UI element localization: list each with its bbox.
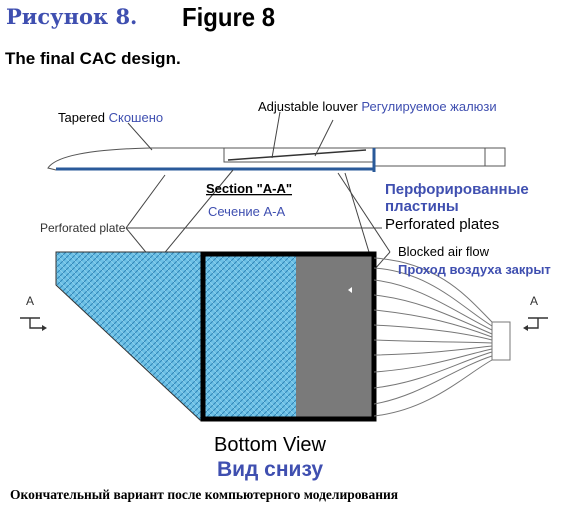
section-mark-left-label: A	[26, 294, 34, 308]
figure-number-ru: Рисунок 8.	[6, 4, 138, 29]
label-louver: Adjustable louver Регулируемое жалюзи	[258, 99, 497, 114]
duct-transition	[373, 257, 511, 417]
label-tapered: Tapered Скошено	[58, 110, 163, 125]
label-blocked-en: Blocked air flow	[398, 244, 490, 259]
section-marker-left: A	[20, 294, 47, 331]
label-section-en: Section "A-A"	[206, 181, 292, 196]
label-perforated-ru-1: Перфорированные	[385, 181, 529, 198]
label-section-ru: Сечение А-А	[208, 204, 285, 219]
label-bottom-view-ru: Вид снизу	[217, 458, 323, 481]
bottom-frame	[200, 251, 377, 422]
label-perforated-plate: Perforated plate	[40, 221, 126, 235]
bottom-view	[55, 251, 511, 422]
label-bottom-view-en: Bottom View	[214, 434, 326, 456]
perforated-panel	[204, 255, 296, 418]
section-marker-right: A	[523, 294, 548, 331]
section-profile	[47, 147, 506, 172]
figure-caption-ru: Окончательный вариант после компьютерног…	[10, 487, 399, 502]
blocked-panel	[296, 255, 373, 418]
section-mark-right-label: A	[530, 294, 538, 308]
label-perforated-plates-en: Perforated plates	[385, 216, 499, 233]
figure-number-en: Figure 8	[182, 2, 276, 32]
figure-subtitle: The final CAC design.	[5, 49, 181, 68]
label-perforated-ru-2: пластины	[385, 198, 459, 215]
label-blocked-ru: Проход воздуха закрыт	[398, 262, 551, 277]
perforated-wedge	[55, 251, 205, 421]
